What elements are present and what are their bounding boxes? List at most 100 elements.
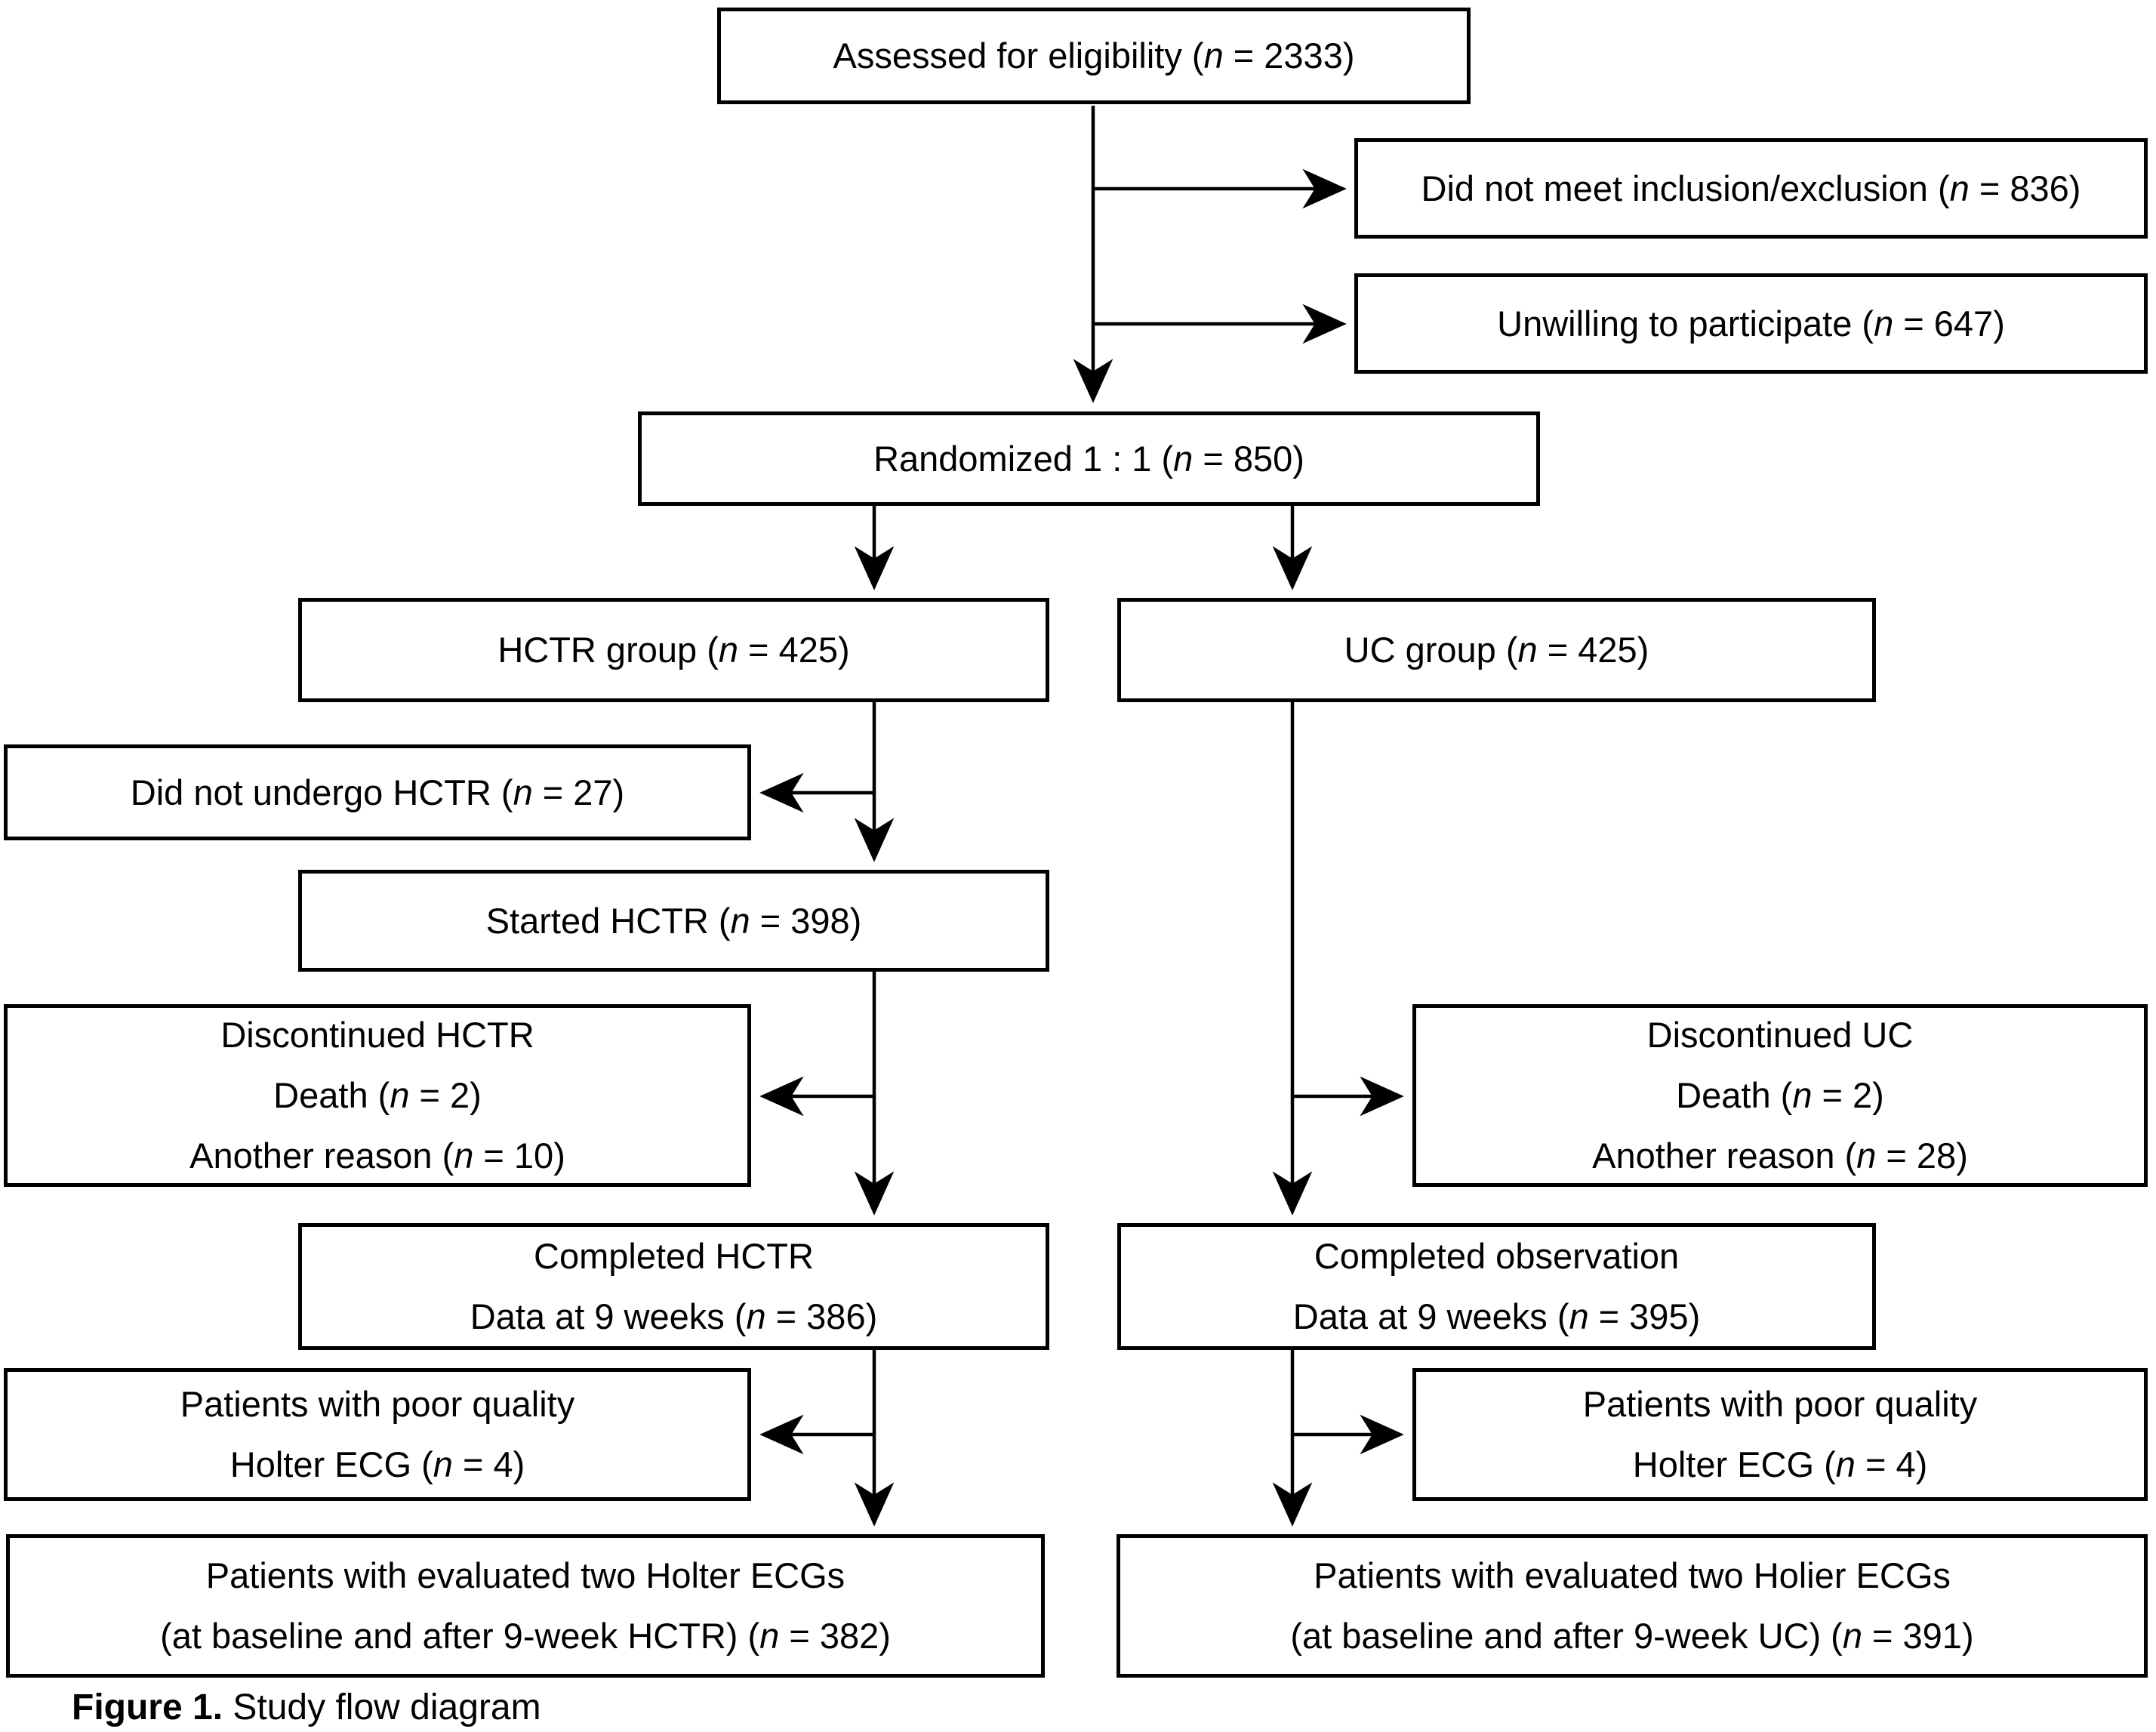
box-text-line: Patients with poor quality xyxy=(1583,1374,1978,1435)
text-post: = 2) xyxy=(409,1075,482,1115)
text-post: = 395) xyxy=(1588,1296,1701,1336)
text-post: = 382) xyxy=(779,1616,891,1656)
box-text-line: UC group (n = 425) xyxy=(1344,620,1649,680)
text-pre: Completed observation xyxy=(1314,1236,1680,1276)
box-poor-quality-holter-left: Patients with poor quality Holter ECG (n… xyxy=(4,1368,751,1501)
box-text-line: Data at 9 weeks (n = 395) xyxy=(1293,1287,1701,1347)
box-completed-hctr: Completed HCTR Data at 9 weeks (n = 386) xyxy=(298,1223,1049,1350)
box-text-line: Death (n = 2) xyxy=(1676,1065,1884,1126)
n-variable: n xyxy=(433,1444,453,1484)
figure-caption-label: Figure 1. xyxy=(72,1687,223,1727)
box-text-line: Patients with evaluated two Holier ECGs xyxy=(1314,1546,1951,1606)
box-text-line: Death (n = 2) xyxy=(273,1065,482,1126)
text-pre: (at baseline and after 9-week HCTR) ( xyxy=(160,1616,760,1656)
box-text-line: Started HCTR (n = 398) xyxy=(486,891,862,951)
n-variable: n xyxy=(1842,1616,1862,1656)
text-pre: Patients with evaluated two Holier ECGs xyxy=(1314,1555,1951,1595)
n-variable: n xyxy=(513,772,533,812)
box-text-line: Patients with evaluated two Holter ECGs xyxy=(206,1546,845,1606)
n-variable: n xyxy=(730,900,750,941)
text-post: = 28) xyxy=(1876,1136,1968,1176)
text-pre: Holter ECG ( xyxy=(229,1444,433,1484)
box-unwilling-to-participate: Unwilling to participate (n = 647) xyxy=(1354,273,2148,374)
text-pre: Death ( xyxy=(273,1075,390,1115)
text-post: = 850) xyxy=(1193,438,1304,479)
box-text-line: Did not meet inclusion/exclusion (n = 83… xyxy=(1421,159,2081,219)
text-post: = 391) xyxy=(1862,1616,1974,1656)
text-pre: Did not undergo HCTR ( xyxy=(130,772,513,812)
n-variable: n xyxy=(454,1136,474,1176)
n-variable: n xyxy=(1856,1136,1877,1176)
n-variable: n xyxy=(759,1616,780,1656)
n-variable: n xyxy=(1949,168,1970,208)
n-variable: n xyxy=(1792,1075,1813,1115)
text-pre: Another reason ( xyxy=(1592,1136,1857,1176)
text-pre: Data at 9 weeks ( xyxy=(470,1296,747,1336)
box-text-line: Discontinued HCTR xyxy=(220,1005,534,1065)
text-post: = 4) xyxy=(452,1444,525,1484)
box-completed-observation: Completed observation Data at 9 weeks (n… xyxy=(1117,1223,1876,1350)
text-post: = 2) xyxy=(1812,1075,1884,1115)
box-text-line: Completed HCTR xyxy=(534,1226,814,1287)
box-text-line: (at baseline and after 9-week UC) (n = 3… xyxy=(1290,1606,1973,1666)
n-variable: n xyxy=(746,1296,766,1336)
text-post: = 4) xyxy=(1855,1444,1928,1484)
n-variable: n xyxy=(1173,438,1194,479)
text-pre: Did not meet inclusion/exclusion ( xyxy=(1421,168,1950,208)
box-text-line: Completed observation xyxy=(1314,1226,1679,1287)
text-post: = 425) xyxy=(738,630,850,670)
text-pre: Data at 9 weeks ( xyxy=(1292,1296,1569,1336)
n-variable: n xyxy=(1569,1296,1589,1336)
text-pre: Patients with poor quality xyxy=(1582,1384,1978,1424)
text-post: = 27) xyxy=(532,772,625,812)
box-text-line: Holter ECG (n = 4) xyxy=(230,1435,525,1495)
box-evaluated-ecgs-left: Patients with evaluated two Holter ECGs … xyxy=(6,1534,1045,1678)
text-post: = 398) xyxy=(750,900,862,941)
figure-caption-text: Study flow diagram xyxy=(223,1687,541,1727)
text-post: = 836) xyxy=(1969,168,2081,208)
text-post: = 386) xyxy=(765,1296,878,1336)
box-text-line: HCTR group (n = 425) xyxy=(497,620,849,680)
box-text-line: Assessed for eligibility (n = 2333) xyxy=(833,26,1355,86)
n-variable: n xyxy=(390,1075,410,1115)
text-pre: Assessed for eligibility ( xyxy=(833,35,1204,76)
text-pre: UC group ( xyxy=(1344,630,1518,670)
box-did-not-undergo-hctr: Did not undergo HCTR (n = 27) xyxy=(4,744,751,840)
text-pre: Another reason ( xyxy=(189,1136,454,1176)
text-pre: Randomized 1 : 1 ( xyxy=(873,438,1174,479)
text-pre: Started HCTR ( xyxy=(485,900,731,941)
box-text-line: Another reason (n = 10) xyxy=(189,1126,565,1186)
box-poor-quality-holter-right: Patients with poor quality Holter ECG (n… xyxy=(1412,1368,2148,1501)
box-did-not-meet-criteria: Did not meet inclusion/exclusion (n = 83… xyxy=(1354,138,2148,239)
box-randomized: Randomized 1 : 1 (n = 850) xyxy=(638,411,1540,506)
n-variable: n xyxy=(718,630,738,670)
box-discontinued-uc: Discontinued UC Death (n = 2) Another re… xyxy=(1412,1004,2148,1187)
box-evaluated-ecgs-right: Patients with evaluated two Holier ECGs … xyxy=(1116,1534,2148,1678)
box-text-line: (at baseline and after 9-week HCTR) (n =… xyxy=(160,1606,891,1666)
n-variable: n xyxy=(1874,303,1894,344)
box-hctr-group: HCTR group (n = 425) xyxy=(298,598,1049,702)
n-variable: n xyxy=(1203,35,1224,76)
text-post: = 2333) xyxy=(1223,35,1355,76)
box-text-line: Randomized 1 : 1 (n = 850) xyxy=(873,429,1304,489)
box-text-line: Discontinued UC xyxy=(1647,1005,1914,1065)
text-pre: (at baseline and after 9-week UC) ( xyxy=(1290,1616,1843,1656)
text-pre: Completed HCTR xyxy=(534,1236,814,1276)
figure-caption: Figure 1. Study flow diagram xyxy=(72,1686,541,1730)
box-text-line: Another reason (n = 28) xyxy=(1592,1126,1968,1186)
box-assessed-eligibility: Assessed for eligibility (n = 2333) xyxy=(717,8,1471,104)
box-text-line: Holter ECG (n = 4) xyxy=(1633,1435,1928,1495)
text-pre: HCTR group ( xyxy=(497,630,719,670)
text-pre: Patients with evaluated two Holter ECGs xyxy=(205,1555,845,1595)
text-pre: Holter ECG ( xyxy=(1632,1444,1836,1484)
box-text-line: Did not undergo HCTR (n = 27) xyxy=(131,763,624,823)
box-uc-group: UC group (n = 425) xyxy=(1117,598,1876,702)
text-post: = 647) xyxy=(1893,303,2005,344)
text-pre: Discontinued UC xyxy=(1646,1015,1914,1055)
box-discontinued-hctr: Discontinued HCTR Death (n = 2) Another … xyxy=(4,1004,751,1187)
box-text-line: Unwilling to participate (n = 647) xyxy=(1497,294,2005,354)
text-post: = 425) xyxy=(1537,630,1649,670)
n-variable: n xyxy=(1517,630,1538,670)
